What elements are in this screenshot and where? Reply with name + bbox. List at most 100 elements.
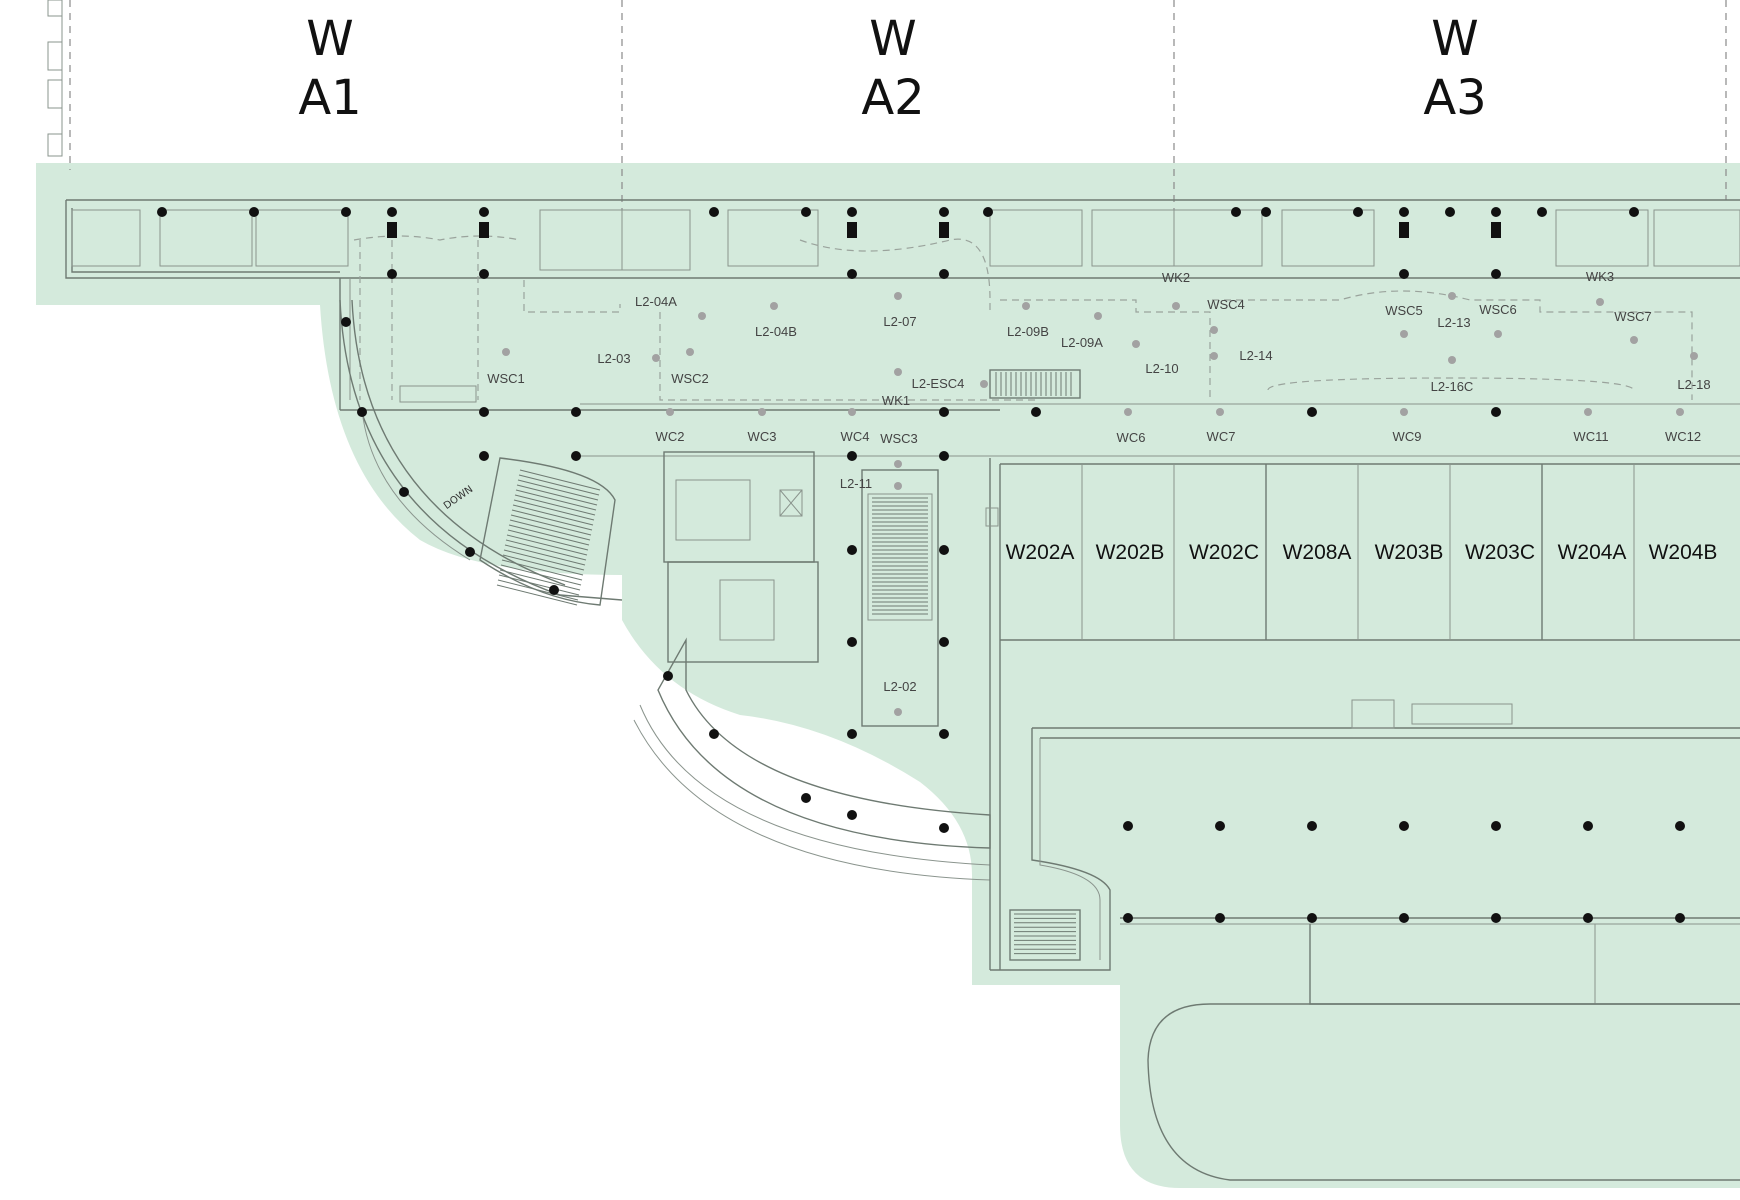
- stair-tread: [504, 544, 586, 566]
- room-label[interactable]: W203C: [1465, 541, 1535, 564]
- structural-column: [1307, 407, 1317, 417]
- structural-column: [1491, 821, 1501, 831]
- structural-column: [357, 407, 367, 417]
- structural-column: [1399, 821, 1409, 831]
- room-label[interactable]: W203B: [1375, 541, 1444, 564]
- stair-tread: [514, 494, 596, 516]
- structural-column: [1583, 913, 1593, 923]
- stair-tread: [512, 504, 594, 526]
- stair-tread: [500, 564, 582, 586]
- marker-label: WSC4: [1207, 297, 1245, 312]
- structural-column: [1491, 222, 1501, 238]
- room-label[interactable]: W202A: [1006, 541, 1075, 564]
- structural-column: [1399, 269, 1409, 279]
- stair-tread: [513, 499, 595, 521]
- structural-column: [465, 547, 475, 557]
- stair-tread: [519, 469, 601, 491]
- marker-label: WC4: [841, 429, 870, 444]
- north-wall-strip: [65, 199, 1740, 279]
- stair-tread: [503, 549, 585, 571]
- marker-label: L2-ESC4: [912, 376, 965, 391]
- structural-column: [479, 207, 489, 217]
- structural-column: [479, 269, 489, 279]
- hall-letter: W: [869, 11, 916, 67]
- structural-column: [387, 269, 397, 279]
- structural-column: [939, 222, 949, 238]
- location-marker: [1022, 302, 1030, 310]
- structural-column: [1123, 821, 1133, 831]
- structural-column: [1445, 207, 1455, 217]
- stair-tread: [511, 509, 593, 531]
- marker-label: WSC7: [1614, 309, 1652, 324]
- hall-heading-a3: W A3: [1423, 11, 1486, 126]
- structural-column: [983, 207, 993, 217]
- hall-number: A1: [298, 70, 361, 126]
- marker-label: L2-04B: [755, 324, 797, 339]
- location-marker: [894, 708, 902, 716]
- location-marker: [1132, 340, 1140, 348]
- structural-column: [1491, 269, 1501, 279]
- stair-tread: [516, 484, 598, 506]
- location-marker: [1494, 330, 1502, 338]
- stair-tread: [498, 574, 580, 596]
- structural-column: [847, 729, 857, 739]
- structural-column: [801, 793, 811, 803]
- stair-tread: [497, 579, 579, 601]
- stairs-icon: [1014, 913, 1076, 955]
- marker-label: L2-14: [1239, 348, 1272, 363]
- room-label[interactable]: W208A: [1283, 541, 1352, 564]
- structural-column: [847, 545, 857, 555]
- location-marker: [686, 348, 694, 356]
- structural-column: [847, 637, 857, 647]
- structural-column: [249, 207, 259, 217]
- structural-column: [1307, 821, 1317, 831]
- stair-tread: [515, 489, 597, 511]
- marker-label: WC11: [1573, 429, 1608, 444]
- structural-column: [1491, 913, 1501, 923]
- structural-column: [1629, 207, 1639, 217]
- marker-label: L2-10: [1145, 361, 1178, 376]
- structural-column: [1231, 207, 1241, 217]
- structural-column: [709, 207, 719, 217]
- structural-column: [1537, 207, 1547, 217]
- marker-label: L2-18: [1677, 377, 1710, 392]
- room-label[interactable]: W204B: [1649, 541, 1718, 564]
- structural-column: [157, 207, 167, 217]
- marker-label: WC7: [1207, 429, 1236, 444]
- structural-column: [1307, 913, 1317, 923]
- structural-column: [847, 207, 857, 217]
- marker-labels: L2-04A L2-04B L2-07 L2-09B L2-09A L2-10 …: [487, 269, 1710, 694]
- location-marker: [698, 312, 706, 320]
- stair-tread: [496, 584, 578, 606]
- structural-column: [939, 729, 949, 739]
- marker-label: L2-16C: [1431, 379, 1474, 394]
- hall-dividers: [69, 0, 1727, 210]
- escalator-esc4: [989, 369, 1081, 399]
- location-marker: [894, 292, 902, 300]
- hall-heading-a1: W A1: [298, 11, 361, 126]
- structural-column: [1399, 913, 1409, 923]
- concourse-corridor: [339, 235, 1740, 457]
- marker-label: L2-04A: [635, 294, 677, 309]
- left-edge-structure: [47, 0, 63, 157]
- hall-heading-a2: W A2: [861, 11, 924, 126]
- structural-columns: [157, 207, 1685, 923]
- room-labels: W202A W202B W202C W208A W203B W203C W204…: [1006, 541, 1718, 564]
- structural-column: [1123, 913, 1133, 923]
- location-marker: [1216, 408, 1224, 416]
- room-label[interactable]: W204A: [1558, 541, 1627, 564]
- structural-column: [1399, 222, 1409, 238]
- room-label[interactable]: W202B: [1096, 541, 1165, 564]
- structural-column: [549, 585, 559, 595]
- marker-label: L2-03: [597, 351, 630, 366]
- location-markers: [502, 292, 1698, 716]
- location-marker: [1690, 352, 1698, 360]
- room-label[interactable]: W202C: [1189, 541, 1259, 564]
- structural-column: [571, 451, 581, 461]
- structural-column: [939, 545, 949, 555]
- hall-letter: W: [1431, 11, 1478, 67]
- location-marker: [980, 380, 988, 388]
- location-marker: [1124, 408, 1132, 416]
- structural-column: [571, 407, 581, 417]
- structural-column: [939, 407, 949, 417]
